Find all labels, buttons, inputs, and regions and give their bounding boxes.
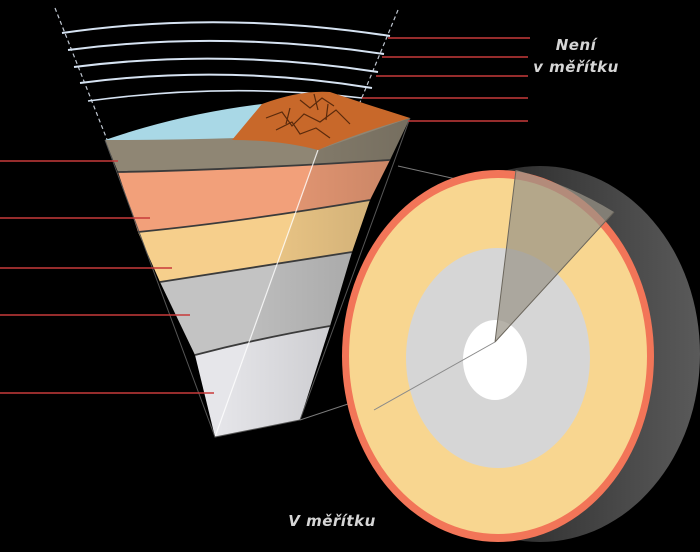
earth-globe bbox=[342, 166, 700, 542]
leader-lines-right bbox=[362, 38, 530, 121]
to-scale-caption: V měřítku bbox=[272, 510, 392, 532]
not-to-scale-line1: Není bbox=[530, 34, 622, 56]
atmosphere-layer-4 bbox=[80, 75, 372, 88]
globe-inner-core bbox=[463, 320, 527, 400]
not-to-scale-line2: v měřítku bbox=[530, 56, 622, 78]
atmosphere-layer-1 bbox=[62, 22, 390, 36]
not-to-scale-caption: Není v měřítku bbox=[530, 34, 622, 78]
atmosphere-layer-2 bbox=[68, 41, 384, 54]
atmosphere-layer-3 bbox=[74, 59, 378, 72]
